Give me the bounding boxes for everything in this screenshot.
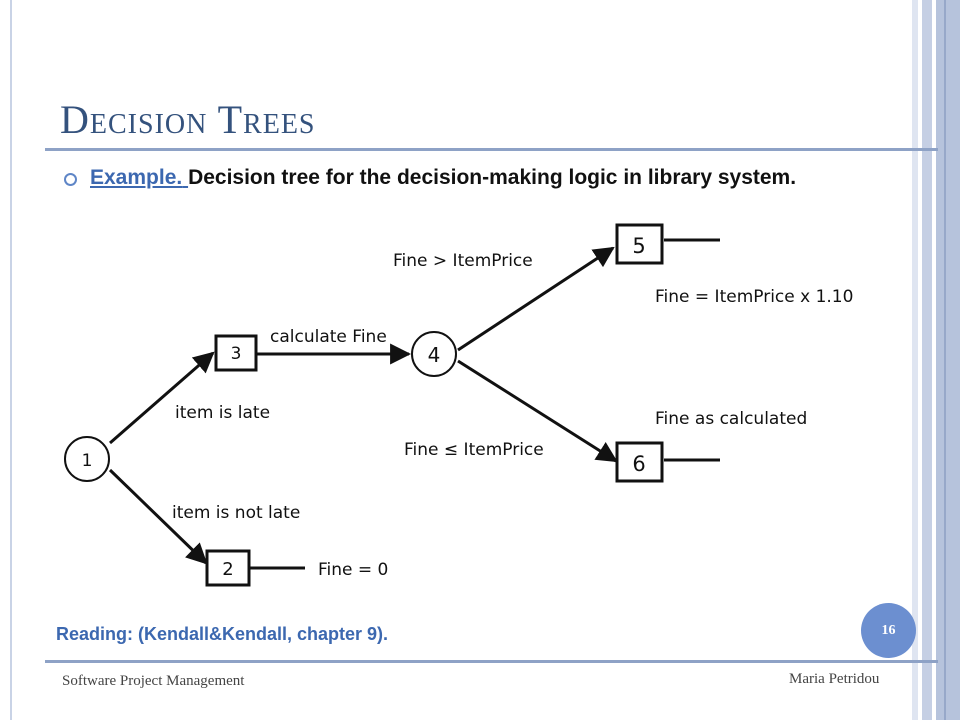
node-6-label: 6 (632, 452, 645, 476)
frame-right-stripe (936, 0, 960, 720)
label-fine-greater: Fine > ItemPrice (393, 251, 533, 271)
label-action-2: Fine = 0 (318, 560, 388, 580)
node-6-box (615, 441, 664, 483)
label-item-not-late: item is not late (172, 503, 300, 523)
footer-course: Software Project Management (62, 673, 245, 689)
label-fine-less-equal: Fine ≤ ItemPrice (404, 440, 544, 460)
page-number: 16 (881, 622, 896, 638)
page-number-badge: 16 (861, 603, 916, 658)
bullet-icon (64, 173, 77, 186)
subtitle-description: Decision tree for the decision-making lo… (188, 166, 797, 189)
node-1-circle (64, 436, 110, 482)
frame-right-stripe (912, 0, 918, 720)
edge-1-2 (108, 468, 208, 565)
node-2-box (205, 549, 251, 587)
title-divider (45, 148, 938, 151)
edge-4-5 (457, 246, 615, 352)
frame-right-stripe (922, 0, 932, 720)
node-2-label: 2 (222, 559, 233, 580)
footer-divider (45, 660, 938, 663)
slide-title: Decision Trees (60, 97, 316, 142)
node-5-box (615, 223, 664, 265)
node-5-label: 5 (632, 234, 645, 258)
edge-1-3 (109, 351, 215, 445)
frame-left-line (10, 0, 12, 720)
node-4-circle (411, 331, 457, 377)
node-3-box (214, 334, 258, 372)
frame-right-line (944, 0, 946, 720)
label-action-5: Fine = ItemPrice x 1.10 (655, 287, 853, 307)
footer-author: Maria Petridou (789, 671, 880, 687)
label-item-late: item is late (175, 403, 270, 423)
slide-subtitle: Example. Decision tree for the decision-… (90, 166, 796, 190)
reading-note: Reading: (Kendall&Kendall, chapter 9). (56, 624, 389, 644)
node-3-label: 3 (231, 344, 242, 364)
example-link[interactable]: Example. (90, 166, 183, 189)
label-action-6: Fine as calculated (655, 409, 807, 429)
node-1-label: 1 (82, 451, 93, 471)
edge-4-6 (457, 359, 618, 463)
label-calculate-fine: calculate Fine (270, 327, 387, 347)
node-4-label: 4 (428, 343, 441, 367)
